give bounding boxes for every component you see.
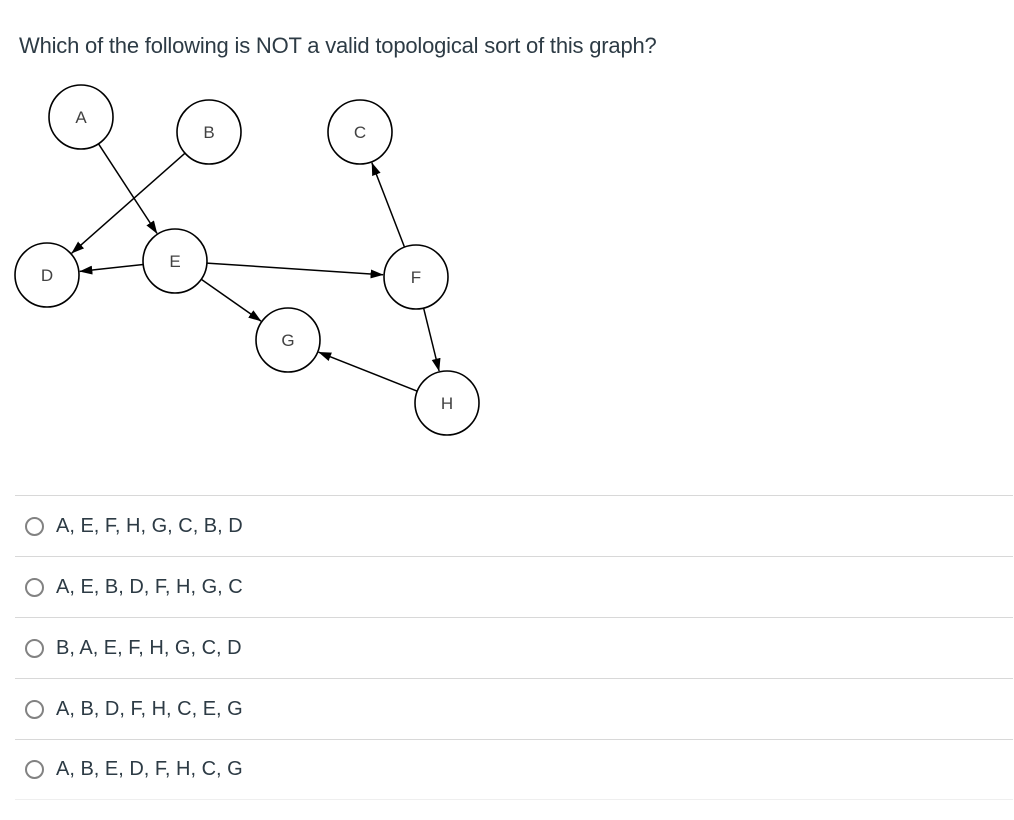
radio-button[interactable]	[25, 577, 44, 597]
node-E	[142, 228, 208, 294]
edge-A-E	[97, 143, 158, 234]
radio-button[interactable]	[25, 516, 44, 536]
edge-H-G	[318, 351, 418, 392]
answer-option[interactable]: A, B, D, F, H, C, E, G	[15, 678, 1013, 739]
edge-F-C	[371, 162, 406, 248]
answer-label[interactable]: B, A, E, F, H, G, C, D	[56, 636, 242, 659]
node-H	[414, 370, 480, 436]
answer-option[interactable]: A, B, E, D, F, H, C, G	[15, 739, 1013, 800]
node-C	[327, 99, 393, 165]
answer-option[interactable]: A, E, F, H, G, C, B, D	[15, 495, 1013, 556]
radio-button[interactable]	[25, 638, 44, 658]
node-F	[383, 244, 449, 310]
topology-graph: A B C D E F G H	[14, 84, 480, 436]
node-G	[255, 307, 321, 373]
edge-F-H	[422, 307, 441, 372]
answer-label[interactable]: A, E, F, H, G, C, B, D	[56, 514, 243, 537]
answer-label[interactable]: A, B, D, F, H, C, E, G	[56, 697, 243, 720]
node-label-E: E	[169, 252, 180, 271]
edge-B-D	[71, 152, 186, 254]
node-label-F: F	[411, 268, 421, 287]
edge-E-F	[206, 262, 384, 279]
answer-options: A, E, F, H, G, C, B, D A, E, B, D, F, H,…	[0, 495, 1014, 800]
answer-label[interactable]: A, E, B, D, F, H, G, C	[56, 575, 243, 598]
node-label-D: D	[41, 266, 53, 285]
edge-E-G	[200, 278, 262, 322]
answer-label[interactable]: A, B, E, D, F, H, C, G	[56, 758, 243, 780]
node-label-B: B	[203, 123, 214, 142]
answer-option[interactable]: B, A, E, F, H, G, C, D	[15, 617, 1013, 678]
question-title: Which of the following is NOT a valid to…	[19, 33, 657, 58]
node-label-G: G	[281, 331, 294, 350]
radio-button[interactable]	[25, 699, 44, 719]
node-label-A: A	[75, 108, 87, 127]
node-B	[176, 99, 242, 165]
edge-E-D	[79, 263, 144, 275]
radio-button[interactable]	[25, 760, 44, 779]
answer-option[interactable]: A, E, B, D, F, H, G, C	[15, 556, 1013, 617]
node-label-C: C	[354, 123, 366, 142]
node-A	[48, 84, 114, 150]
node-D	[14, 242, 80, 308]
node-label-H: H	[441, 394, 453, 413]
